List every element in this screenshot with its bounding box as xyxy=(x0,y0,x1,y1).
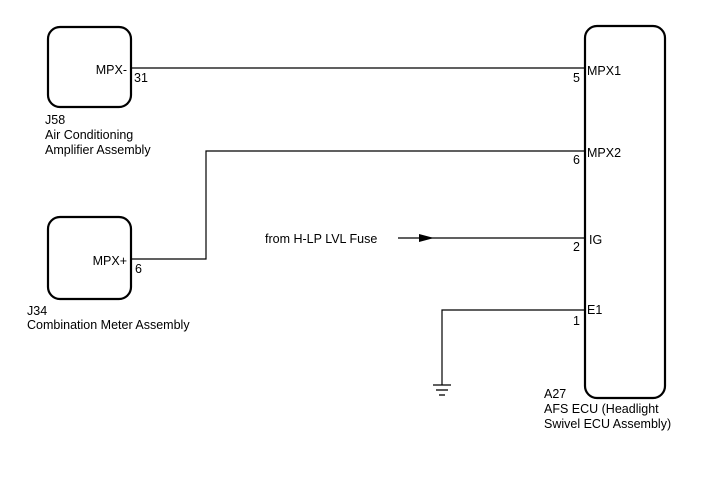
arrow-right-icon xyxy=(419,234,434,242)
j58-pin-number: 31 xyxy=(134,71,148,85)
j58-pin-label: MPX- xyxy=(96,63,127,77)
a27-box xyxy=(583,24,667,400)
j34-name-line1: Combination Meter Assembly xyxy=(27,318,190,332)
a27-pin-number-2: 2 xyxy=(573,240,580,254)
j58-component: MPX- 31 J58 Air Conditioning Amplifier A… xyxy=(45,25,151,157)
a27-pin-label-ig: IG xyxy=(589,233,602,247)
j34-pin-label: MPX+ xyxy=(93,254,127,268)
a27-code: A27 xyxy=(544,387,566,401)
j58-box xyxy=(46,25,133,109)
a27-pin-number-6: 6 xyxy=(573,153,580,167)
j34-code: J34 xyxy=(27,304,47,318)
a27-name-line2: Swivel ECU Assembly) xyxy=(544,417,671,431)
a27-pin-label-mpx1: MPX1 xyxy=(587,64,621,78)
j58-name-line1: Air Conditioning xyxy=(45,128,133,142)
a27-pin-label-e1: E1 xyxy=(587,303,602,317)
j34-box xyxy=(46,215,133,301)
a27-pin-number-1: 1 xyxy=(573,314,580,328)
wire-e1 xyxy=(441,309,585,385)
j58-name-line2: Amplifier Assembly xyxy=(45,143,151,157)
j58-code: J58 xyxy=(45,113,65,127)
a27-pin-number-5: 5 xyxy=(573,71,580,85)
a27-pin-label-mpx2: MPX2 xyxy=(587,146,621,160)
wire-mpx2 xyxy=(131,150,585,260)
ground-icon xyxy=(433,384,451,396)
j34-pin-number: 6 xyxy=(135,262,142,276)
a27-name-line1: AFS ECU (Headlight xyxy=(544,402,659,416)
a27-component: MPX1 5 MPX2 6 IG 2 E1 1 A27 AFS ECU (Hea… xyxy=(544,24,671,431)
j34-component: MPX+ 6 J34 Combination Meter Assembly xyxy=(27,215,190,332)
power-source-label: from H-LP LVL Fuse xyxy=(265,232,377,246)
